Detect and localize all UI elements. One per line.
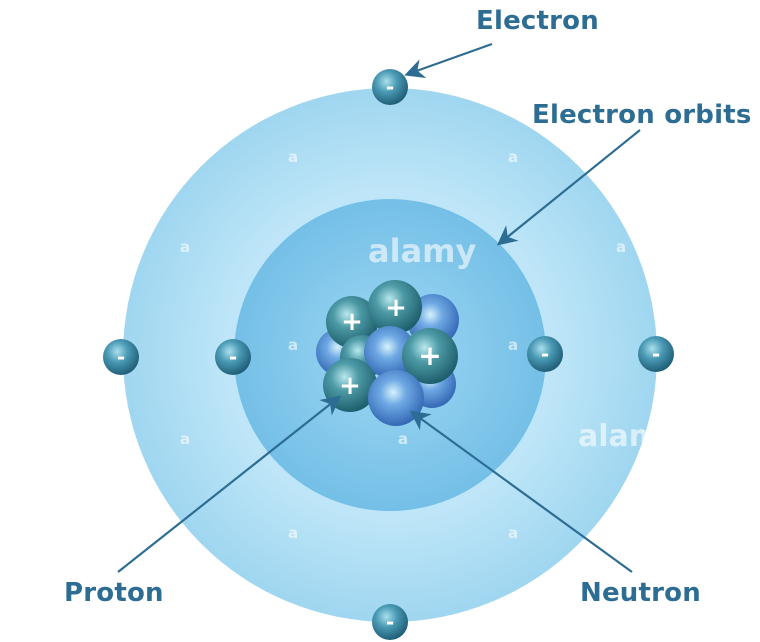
watermark-tile: a	[288, 524, 298, 542]
watermark-text: alam	[578, 419, 660, 454]
electron-label: Electron	[476, 6, 599, 36]
electron-arrow	[404, 42, 493, 78]
electron-particle	[215, 339, 251, 375]
proton-sign: +	[385, 293, 407, 323]
watermark-tile: a	[508, 148, 518, 166]
electron-particle	[372, 69, 408, 105]
electron-particle	[103, 339, 139, 375]
neutron-arrow	[409, 410, 633, 573]
proton-sign: +	[418, 339, 441, 372]
electron-orbits-label: Electron orbits	[532, 100, 752, 130]
watermark-tile: a	[180, 430, 190, 448]
electron-sign: -	[386, 610, 394, 634]
watermark-tile: a	[288, 336, 298, 354]
proton-arrow	[117, 395, 342, 573]
neutron-label: Neutron	[580, 578, 701, 608]
proton-particle	[326, 296, 378, 348]
electron-particle	[638, 336, 674, 372]
neutron-particle	[364, 326, 416, 378]
orbits-arrow	[496, 129, 641, 246]
electron-sign: -	[117, 345, 125, 369]
watermark-tile: a	[616, 238, 626, 256]
proton-sign: +	[339, 371, 361, 401]
proton-particle	[402, 328, 458, 384]
electron-sign: -	[652, 342, 660, 366]
watermark-text: alamy	[368, 232, 477, 270]
watermark-tile: a	[288, 148, 298, 166]
electrons: - - - - - -	[103, 69, 674, 640]
electron-particle	[527, 336, 563, 372]
electron-particle	[372, 604, 408, 640]
watermark-tile: a	[398, 430, 408, 448]
watermark-tile: a	[180, 238, 190, 256]
watermark-tile: a	[508, 336, 518, 354]
electron-sign: -	[386, 75, 394, 99]
proton-label: Proton	[64, 578, 164, 608]
electron-sign: -	[541, 342, 549, 366]
proton-sign: +	[341, 307, 363, 337]
electron-sign: -	[229, 345, 237, 369]
watermark: alamy alam a a a a a a a a a a a	[180, 148, 660, 636]
nucleus: + + + +	[316, 280, 459, 426]
neutron-particle	[368, 370, 424, 426]
proton-particle	[368, 280, 422, 334]
watermark-tile: a	[508, 524, 518, 542]
